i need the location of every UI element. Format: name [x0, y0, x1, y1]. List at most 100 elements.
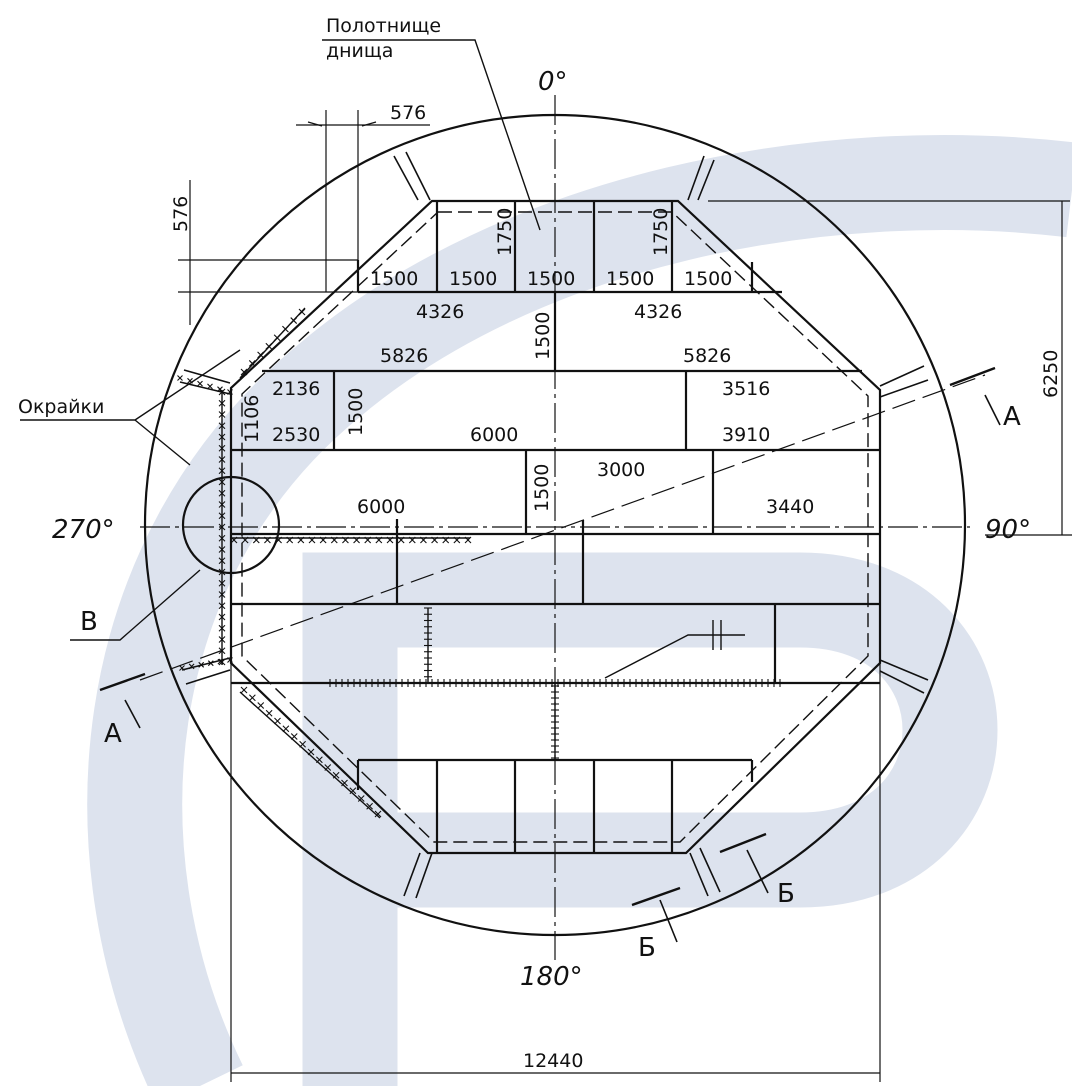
- dim-4326-b: 4326: [634, 301, 682, 323]
- weld-cross: [218, 557, 226, 565]
- weld-cross: [218, 399, 226, 407]
- weld-cross: [177, 375, 183, 381]
- dim-1500-5: 1500: [684, 268, 732, 290]
- dim-2530: 2530: [272, 424, 320, 446]
- dim-5826-a: 5826: [380, 345, 428, 367]
- weld-cross: [227, 389, 233, 395]
- weld-cross: [364, 536, 372, 544]
- dim-576-top: 576: [390, 102, 426, 124]
- weld-cross: [218, 546, 226, 553]
- dim-3000: 3000: [597, 459, 645, 481]
- dim-576-left: 576: [170, 196, 192, 232]
- weld-cross: [218, 456, 226, 463]
- weld-cross: [218, 636, 226, 643]
- weld-cross: [218, 388, 226, 396]
- weld-cross: [241, 536, 249, 544]
- dim-3910: 3910: [722, 424, 770, 446]
- weld-cross: [218, 579, 226, 587]
- weld-cross: [218, 433, 226, 441]
- dim-6000-a: 6000: [470, 424, 518, 446]
- weld-cross: [218, 422, 226, 430]
- section-a-line: [139, 374, 986, 681]
- dim-1500-2: 1500: [449, 268, 497, 290]
- section-b-mark-right: [719, 832, 767, 854]
- detail-v-label: В: [80, 607, 98, 637]
- weld-cross: [308, 536, 316, 544]
- angle-270-label: 270°: [52, 515, 115, 545]
- dim-1106: 1106: [241, 395, 263, 443]
- dim-1750-b: 1750: [650, 208, 672, 256]
- weld-cross: [257, 702, 265, 709]
- weld-cross: [332, 771, 340, 779]
- weld-cross: [248, 360, 256, 367]
- weld-cross: [408, 536, 416, 544]
- weld-cross: [240, 368, 248, 376]
- weld-cross: [218, 591, 226, 598]
- weld-cross: [349, 787, 357, 795]
- section-a-arrow-right: [984, 394, 1001, 426]
- weld-cross: [324, 764, 332, 771]
- angle-90-label: 90°: [985, 515, 1031, 545]
- weld-cross: [248, 694, 256, 702]
- weld-cross: [375, 536, 383, 544]
- section-b-mark-left: [631, 886, 681, 907]
- weld-cross: [218, 501, 226, 508]
- weld-cross: [282, 725, 290, 733]
- dim-1500-v3: 1500: [531, 464, 553, 512]
- weld-cross: [298, 308, 306, 316]
- bottom-sheet-leader: [322, 39, 541, 231]
- weld-cross: [218, 444, 226, 452]
- weld-cross: [353, 536, 360, 544]
- watermark-logo: [87, 135, 1072, 1086]
- angle-0-label: 0°: [538, 67, 568, 97]
- weld-cross: [218, 602, 226, 610]
- weld-cross: [218, 647, 226, 655]
- weld-cross: [315, 756, 323, 764]
- bottom-sheet-label-2: днища: [326, 40, 393, 62]
- weld-cross: [453, 536, 461, 544]
- weld-cross: [265, 342, 273, 350]
- weld-cross: [240, 686, 248, 694]
- section-a-right-label: А: [1003, 402, 1021, 432]
- dim-2136: 2136: [272, 378, 320, 400]
- weld-cross: [218, 658, 226, 666]
- weld-cross-marks: [177, 308, 781, 818]
- section-a-left-label: А: [104, 719, 122, 749]
- dim-12440: 12440: [523, 1050, 583, 1072]
- weld-cross: [217, 658, 224, 665]
- weld-cross: [187, 377, 193, 384]
- weld-cross: [374, 810, 382, 818]
- weld-cross: [264, 536, 271, 544]
- weld-cross: [207, 383, 213, 390]
- section-b-right-label: Б: [777, 879, 795, 909]
- weld-cross: [282, 325, 289, 333]
- detail-v-leader: [70, 569, 201, 641]
- edge-sheet-joints: [179, 151, 929, 899]
- weld-cross: [230, 536, 238, 544]
- weld-cross: [218, 534, 226, 542]
- weld-cross: [397, 536, 405, 544]
- weld-cross: [218, 624, 226, 632]
- weld-cross: [265, 709, 273, 717]
- weld-cross: [464, 536, 472, 544]
- weld-cross: [275, 536, 282, 544]
- weld-cross: [290, 733, 298, 740]
- weld-cross: [218, 613, 226, 621]
- weld-cross: [286, 536, 294, 544]
- weld-cross: [299, 740, 307, 748]
- weld-cross: [341, 779, 348, 787]
- weld-cross: [217, 386, 223, 393]
- weld-cross: [342, 536, 349, 544]
- bottom-octagon: [229, 199, 882, 855]
- weld-cross: [179, 665, 185, 671]
- weld-cross: [218, 411, 226, 418]
- weld-cross: [218, 523, 226, 531]
- weld-cross: [198, 661, 205, 668]
- weld-cross: [218, 489, 226, 497]
- weld-cross: [319, 536, 327, 544]
- edges-label: Окрайки: [18, 396, 104, 418]
- dim-1500-1: 1500: [370, 268, 418, 290]
- dim-4326-a: 4326: [416, 301, 464, 323]
- bottom-sheet-label-1: Полотнище: [326, 15, 441, 37]
